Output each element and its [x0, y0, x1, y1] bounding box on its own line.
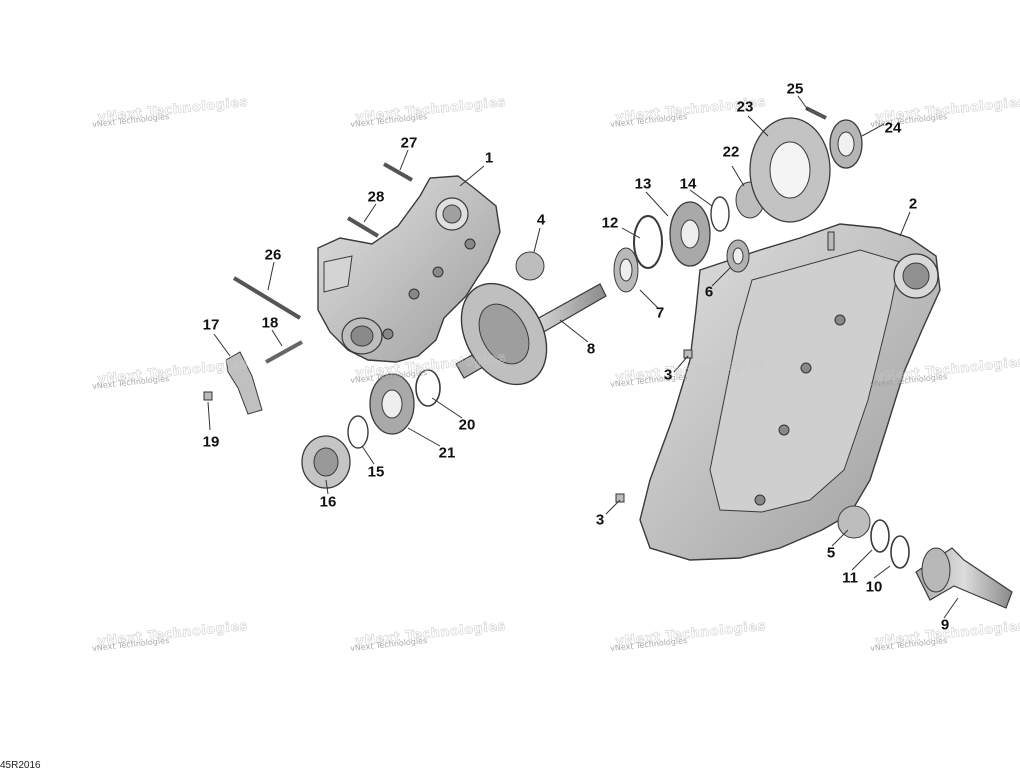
- callout-24: 24: [884, 119, 902, 137]
- callout-17: 17: [202, 316, 220, 334]
- part-housing-left: [317, 175, 501, 363]
- callout-18: 18: [261, 314, 279, 332]
- callout-13: 13: [634, 175, 652, 193]
- callout-5: 5: [826, 544, 836, 562]
- callout-25: 25: [786, 80, 804, 98]
- part-fasteners: [203, 106, 827, 503]
- callout-22: 22: [722, 143, 740, 161]
- callout-4: 4: [536, 211, 546, 229]
- callout-1: 1: [484, 149, 494, 167]
- callout-12: 12: [601, 214, 619, 232]
- callout-3: 3: [663, 366, 673, 384]
- document-code: 45R2016: [0, 760, 41, 771]
- callout-2: 2: [908, 195, 918, 213]
- callout-21: 21: [438, 444, 456, 462]
- callout-26: 26: [264, 246, 282, 264]
- part-housing-right: [639, 223, 941, 561]
- callout-15: 15: [367, 463, 385, 481]
- callout-28: 28: [367, 188, 385, 206]
- callout-8: 8: [586, 340, 596, 358]
- part-shaft-gear: [455, 282, 607, 386]
- leader-lines: [207, 95, 959, 619]
- callout-10: 10: [865, 578, 883, 596]
- callout-23: 23: [736, 98, 754, 116]
- callout-20: 20: [458, 416, 476, 434]
- callout-11: 11: [842, 569, 858, 587]
- callout-7: 7: [655, 304, 665, 322]
- callout-16: 16: [319, 493, 337, 511]
- callout-27: 27: [400, 134, 418, 152]
- part-bearings: [301, 117, 910, 569]
- part-pinion-gear: [915, 547, 1013, 609]
- callout-3: 3: [595, 511, 605, 529]
- callout-9: 9: [940, 616, 950, 634]
- callout-6: 6: [704, 283, 714, 301]
- callout-19: 19: [202, 433, 220, 451]
- callout-14: 14: [679, 175, 697, 193]
